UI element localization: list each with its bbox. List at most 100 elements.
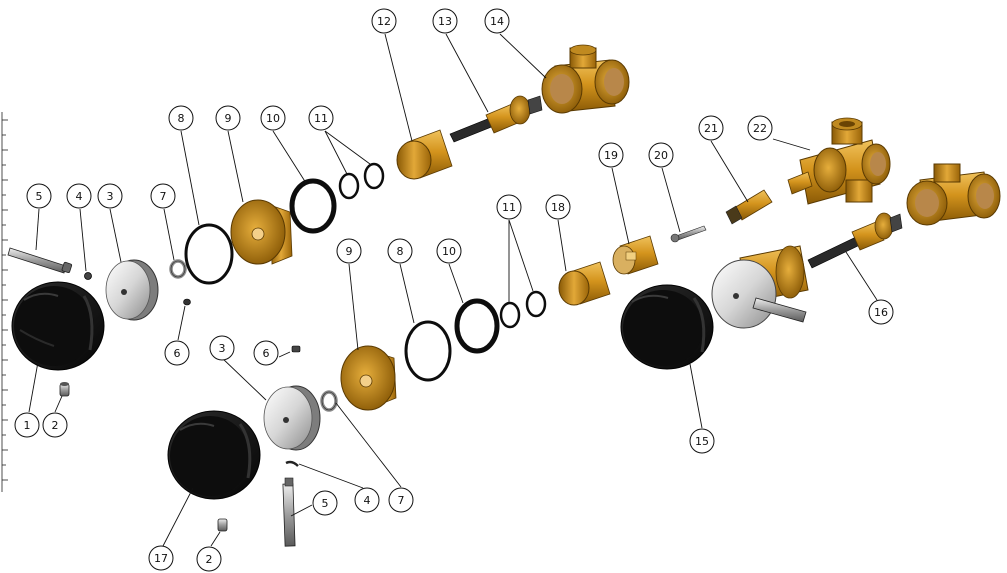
part-12-brass-sleeve-top: [396, 129, 453, 180]
part-5-rod-left: [7, 247, 73, 274]
callout-9-top: 9: [215, 105, 241, 131]
part-6-screw-lower: [291, 345, 301, 353]
part-3-chrome-cap-lower: [263, 385, 321, 451]
callout-7-top: 7: [150, 183, 176, 209]
callout-5-top: 5: [26, 183, 52, 209]
callout-3-lower: 3: [209, 335, 235, 361]
callout-15: 15: [689, 428, 715, 454]
part-14-brass-tee-top: [541, 44, 630, 114]
svg-text:3: 3: [219, 342, 226, 355]
callout-2-top: 2: [42, 412, 68, 438]
callout-11-top: 11: [308, 105, 334, 131]
svg-text:14: 14: [490, 15, 504, 28]
svg-text:8: 8: [397, 245, 404, 258]
callout-22: 22: [747, 115, 773, 141]
callout-13: 13: [432, 8, 458, 34]
callout-4-lower: 4: [354, 487, 380, 513]
svg-text:17: 17: [154, 552, 168, 565]
callouts: 5 4 3 7 6 8 9 10 11 12 13 14 1 2 3 6 4 7…: [14, 8, 894, 572]
part-8-o-ring-lower: [404, 320, 452, 382]
svg-text:5: 5: [36, 190, 43, 203]
callout-5-lower: 5: [312, 490, 338, 516]
svg-text:20: 20: [654, 149, 668, 162]
callout-8-top: 8: [168, 105, 194, 131]
part-13-cartridge-stem-top: [449, 95, 543, 143]
callout-7-lower: 7: [388, 487, 414, 513]
part-9-brass-bonnet-top: [230, 199, 293, 265]
part-16-cartridge-stem: [807, 212, 903, 269]
callout-2-lower: 2: [196, 546, 222, 572]
part-15-handle-assembly: [711, 245, 809, 329]
part-20-bolt: [670, 225, 707, 243]
part-10-o-ring-thick-top: [289, 178, 337, 234]
svg-text:4: 4: [76, 190, 83, 203]
svg-text:7: 7: [160, 190, 167, 203]
part-22-brass-valve-body: [787, 117, 891, 205]
part-4-clip-left: [84, 272, 92, 280]
svg-text:8: 8: [178, 112, 185, 125]
callout-1: 1: [14, 412, 40, 438]
part-3-chrome-cap-left: [105, 259, 159, 321]
svg-text:10: 10: [442, 245, 456, 258]
callout-6-top: 6: [164, 340, 190, 366]
svg-text:16: 16: [874, 306, 888, 319]
callout-9-lower: 9: [336, 238, 362, 264]
svg-text:7: 7: [398, 494, 405, 507]
svg-text:6: 6: [174, 347, 181, 360]
callout-10-top: 10: [260, 105, 286, 131]
svg-text:9: 9: [225, 112, 232, 125]
part-7-washer-lower: [320, 390, 338, 412]
part-21-brass-screw: [725, 189, 773, 225]
part-17-black-knob: [167, 410, 261, 500]
ruler-strip: [1, 112, 8, 492]
svg-text:2: 2: [206, 553, 213, 566]
part-11-o-rings-lower: [499, 290, 547, 329]
callout-11-lower: 11: [496, 194, 522, 220]
part-18-brass-sleeve: [558, 261, 611, 306]
svg-text:4: 4: [364, 494, 371, 507]
svg-text:3: 3: [107, 190, 114, 203]
svg-text:5: 5: [322, 497, 329, 510]
part-11-o-rings-top: [338, 162, 385, 200]
callout-3-top: 3: [97, 183, 123, 209]
callout-19: 19: [598, 142, 624, 168]
svg-text:11: 11: [314, 112, 328, 125]
svg-text:10: 10: [266, 112, 280, 125]
part-1-black-knob: [11, 281, 105, 371]
callout-20: 20: [648, 142, 674, 168]
callout-14: 14: [484, 8, 510, 34]
part-5-rod-lower: [282, 477, 296, 547]
svg-text:22: 22: [753, 122, 767, 135]
svg-text:19: 19: [604, 149, 618, 162]
callout-18: 18: [545, 194, 571, 220]
callout-21: 21: [698, 115, 724, 141]
callout-17: 17: [148, 545, 174, 571]
svg-text:15: 15: [695, 435, 709, 448]
callout-12: 12: [371, 8, 397, 34]
callout-10-lower: 10: [436, 238, 462, 264]
part-10-o-ring-thick-lower: [454, 298, 500, 354]
svg-text:9: 9: [346, 245, 353, 258]
svg-text:2: 2: [52, 419, 59, 432]
svg-text:12: 12: [377, 15, 391, 28]
callout-6-lower: 6: [253, 340, 279, 366]
part-9-brass-bonnet-lower: [340, 345, 397, 411]
part-2-set-screw-lower: [217, 518, 228, 532]
callout-8-lower: 8: [387, 238, 413, 264]
svg-text:21: 21: [704, 122, 718, 135]
callout-4-top: 4: [66, 183, 92, 209]
svg-text:18: 18: [551, 201, 565, 214]
part-6-screw-left: [183, 298, 191, 306]
part-8-o-ring-top: [184, 223, 234, 285]
part-4-clip-lower: [285, 460, 299, 467]
svg-text:11: 11: [502, 201, 516, 214]
svg-text:1: 1: [24, 419, 31, 432]
part-15-black-knob: [620, 284, 714, 370]
leader-lines: [28, 33, 878, 547]
part-2-set-screw-left: [59, 382, 70, 397]
part-19-brass-bushing: [612, 235, 659, 275]
callout-16: 16: [868, 299, 894, 325]
svg-text:13: 13: [438, 15, 452, 28]
part-7-washer-left: [169, 259, 187, 279]
